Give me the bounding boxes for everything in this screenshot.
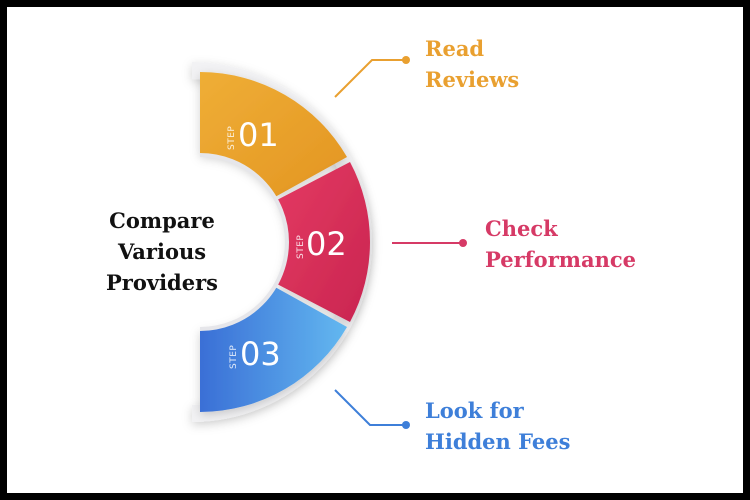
connector-03: [334, 389, 410, 429]
step-02-number: 02: [306, 225, 347, 263]
step-01-segment: [200, 72, 347, 197]
connector-01: [334, 56, 410, 98]
step-03-label-line-1: Look for: [425, 398, 524, 423]
step-02-badge: STEP 02: [296, 225, 347, 263]
step-02-label-line-1: Check: [485, 216, 558, 241]
center-title-line-1: Compare: [109, 208, 215, 233]
infographic-canvas: STEP 01 STEP 02 STEP 03 Compare Various …: [7, 7, 743, 493]
step-02-label: Check Performance: [485, 213, 636, 275]
step-03-segment: [200, 287, 347, 412]
center-title-line-3: Providers: [106, 270, 218, 295]
connector-02: [392, 239, 467, 247]
center-title-line-2: Various: [117, 239, 207, 264]
inner-hollow: [199, 153, 289, 331]
step-01-number: 01: [238, 116, 279, 154]
center-title: Compare Various Providers: [87, 205, 237, 298]
step-diagram: STEP 01 STEP 02 STEP 03: [192, 56, 467, 429]
step-02-word: STEP: [296, 235, 306, 259]
step-01-label-line-2: Reviews: [425, 67, 520, 92]
step-03-word: STEP: [229, 345, 239, 369]
step-03-label-line-2: Hidden Fees: [425, 429, 571, 454]
step-01-label-line-1: Read: [425, 36, 485, 61]
step-03-number: 03: [240, 335, 281, 373]
step-03-label: Look for Hidden Fees: [425, 395, 570, 457]
step-01-label: Read Reviews: [425, 33, 519, 95]
step-01-word: STEP: [227, 126, 237, 150]
step-01-badge: STEP 01: [227, 116, 279, 154]
step-03-badge: STEP 03: [229, 335, 281, 373]
step-02-label-line-2: Performance: [485, 247, 636, 272]
step-02-segment: [277, 162, 370, 322]
